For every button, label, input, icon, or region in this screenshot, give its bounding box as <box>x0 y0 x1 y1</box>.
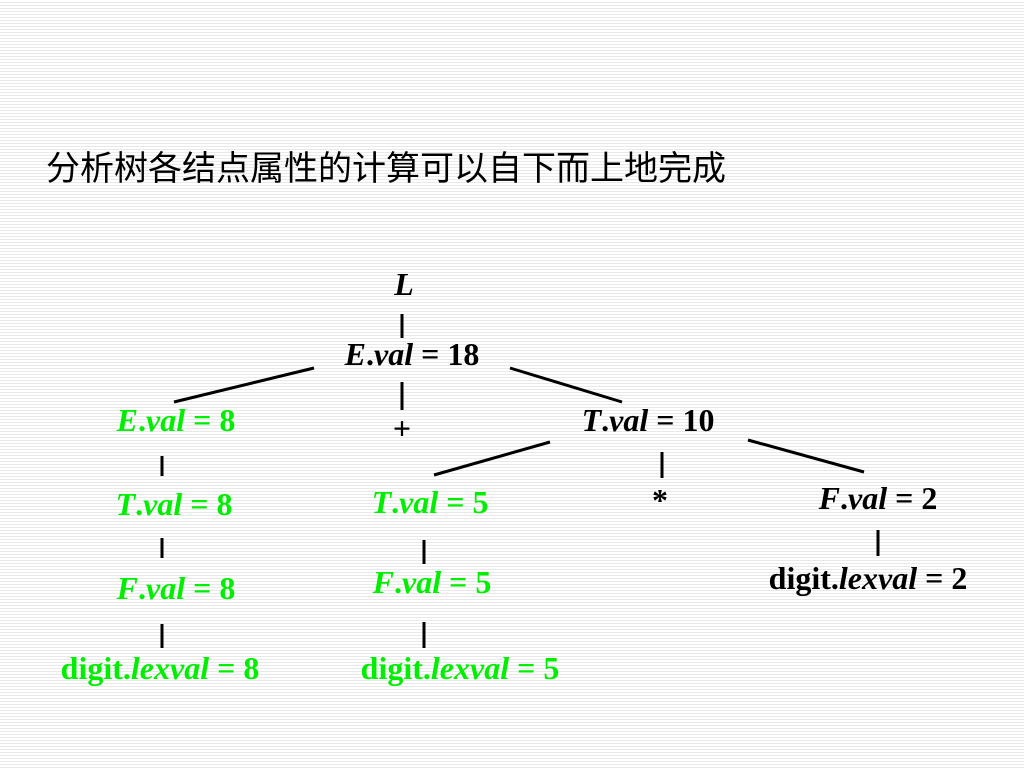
node-f-left-op: = <box>185 570 220 606</box>
edge-e-root-e-left <box>173 366 315 404</box>
node-t-left-symbol: T <box>115 486 136 522</box>
node-l-symbol: L <box>394 266 414 302</box>
slide-title: 分析树各结点属性的计算可以自下而上地完成 <box>46 149 726 189</box>
node-e-root-value: 18 <box>447 336 480 372</box>
node-t-mid-attr: val <box>399 484 439 520</box>
node-t-left: T.val = 8 <box>116 488 233 520</box>
edge-e-root-t-right <box>509 366 623 404</box>
node-digit-mid: digit.lexval = 5 <box>361 652 560 684</box>
node-t-right-op: = <box>648 402 683 438</box>
edge-t-right-t-mid <box>433 440 551 477</box>
node-t-mid-op: = <box>438 484 473 520</box>
node-f-mid-value: 5 <box>475 564 492 600</box>
node-f-mid-attr: val <box>402 564 442 600</box>
node-e-left-attr: val <box>146 402 186 438</box>
node-t-left-op: = <box>182 486 217 522</box>
node-digit-left-attr: lexval <box>130 650 210 686</box>
node-f-mid-dot: . <box>394 564 403 600</box>
node-digit-right-symbol: digit <box>768 560 831 596</box>
node-e-root-symbol: E <box>344 336 367 372</box>
node-e-left-symbol: E <box>116 402 139 438</box>
node-e-left: E.val = 8 <box>117 404 236 436</box>
node-e-left-op: = <box>185 402 220 438</box>
node-f-right: F.val = 2 <box>819 482 938 514</box>
edge-t-right-f-right <box>747 438 865 474</box>
node-l: L <box>394 268 414 300</box>
node-digit-right-value: 2 <box>951 560 968 596</box>
node-t-right-attr: val <box>609 402 649 438</box>
node-e-root-attr: val <box>374 336 414 372</box>
node-f-right-dot: . <box>840 480 849 516</box>
node-t-mid: T.val = 5 <box>372 486 489 518</box>
node-star: * <box>652 482 668 518</box>
node-f-mid: F.val = 5 <box>373 566 492 598</box>
node-t-right-symbol: T <box>581 402 602 438</box>
node-t-right: T.val = 10 <box>582 404 715 436</box>
node-f-left-attr: val <box>146 570 186 606</box>
node-digit-mid-dot: . <box>422 650 431 686</box>
node-f-right-attr: val <box>848 480 888 516</box>
node-e-left-dot: . <box>138 402 147 438</box>
node-e-left-value: 8 <box>219 402 236 438</box>
node-digit-right: digit.lexval = 2 <box>769 562 968 594</box>
node-f-mid-op: = <box>441 564 476 600</box>
node-digit-right-dot: . <box>830 560 839 596</box>
node-f-mid-symbol: F <box>372 564 395 600</box>
node-digit-mid-symbol: digit <box>360 650 423 686</box>
node-digit-left: digit.lexval = 8 <box>61 652 260 684</box>
node-digit-left-symbol: digit <box>60 650 123 686</box>
node-f-right-symbol: F <box>818 480 841 516</box>
node-t-left-dot: . <box>135 486 144 522</box>
node-f-left-dot: . <box>138 570 147 606</box>
node-f-left: F.val = 8 <box>117 572 236 604</box>
node-digit-right-op: = <box>917 560 952 596</box>
node-digit-left-op: = <box>209 650 244 686</box>
node-t-mid-value: 5 <box>472 484 489 520</box>
node-digit-mid-value: 5 <box>543 650 560 686</box>
node-digit-left-value: 8 <box>243 650 260 686</box>
node-t-right-value: 10 <box>682 402 715 438</box>
node-e-root: E.val = 18 <box>345 338 480 370</box>
node-f-left-value: 8 <box>219 570 236 606</box>
node-f-left-symbol: F <box>116 570 139 606</box>
node-t-mid-dot: . <box>391 484 400 520</box>
node-digit-mid-attr: lexval <box>430 650 510 686</box>
node-t-mid-symbol: T <box>371 484 392 520</box>
node-e-root-dot: . <box>366 336 375 372</box>
node-digit-right-attr: lexval <box>838 560 918 596</box>
node-digit-left-dot: . <box>122 650 131 686</box>
node-t-left-attr: val <box>143 486 183 522</box>
node-t-right-dot: . <box>601 402 610 438</box>
node-f-right-op: = <box>887 480 922 516</box>
node-e-root-op: = <box>413 336 448 372</box>
node-f-right-value: 2 <box>921 480 938 516</box>
node-t-left-value: 8 <box>216 486 233 522</box>
node-digit-mid-op: = <box>509 650 544 686</box>
node-plus: + <box>392 410 412 446</box>
